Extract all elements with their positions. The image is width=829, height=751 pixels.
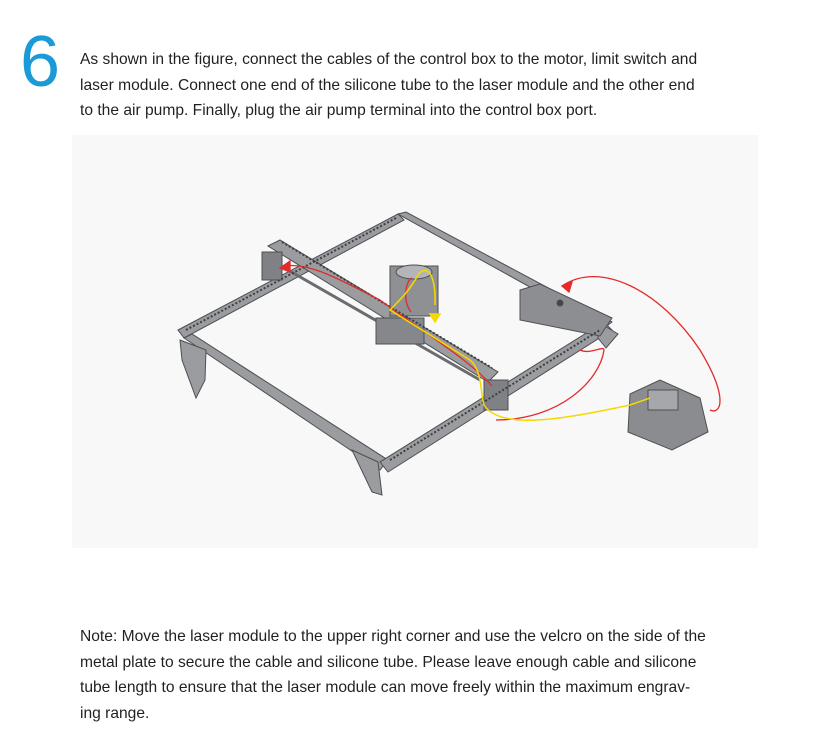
instruction-line: laser module. Connect one end of the sil… — [80, 76, 695, 94]
instruction-line: to the air pump. Finally, plug the air p… — [80, 102, 598, 119]
step-number: 6 — [20, 22, 61, 102]
control-box — [519, 283, 613, 337]
front-right-leg — [350, 448, 383, 496]
cable-laser-to-motor — [283, 264, 493, 387]
silicone-tube — [388, 269, 651, 421]
note-line: Note: Move the laser module to the upper… — [80, 628, 706, 645]
y-motor-left — [261, 251, 283, 281]
note-line: ing range. — [80, 704, 150, 722]
note-text: Note: Move the laser module to the upper… — [80, 624, 706, 726]
note-line: metal plate to secure the cable and sili… — [80, 653, 697, 671]
front-rail — [183, 333, 389, 471]
instruction-text: As shown in the figure, connect the cabl… — [80, 47, 697, 124]
cable-limit-switch — [495, 347, 605, 421]
left-rail — [177, 213, 405, 339]
instruction-line: As shown in the figure, connect the cabl… — [80, 51, 698, 68]
cable-box-to-pump — [561, 276, 721, 412]
front-left-leg — [179, 339, 207, 400]
laser-engraver-wiring-illustration — [177, 211, 721, 496]
assembly-figure — [72, 135, 758, 548]
note-line: tube length to ensure that the laser mod… — [80, 679, 691, 696]
